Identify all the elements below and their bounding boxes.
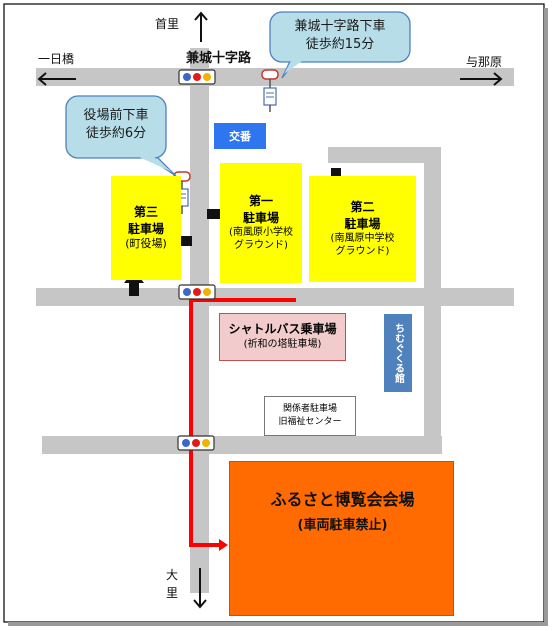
road-lower-horizontal xyxy=(42,436,442,454)
parking-3-line1: 第三 xyxy=(133,205,158,220)
parking-2-line1: 第二 xyxy=(350,200,375,215)
parking-3-line2: 駐車場 xyxy=(127,221,164,236)
arrow-north-icon xyxy=(194,11,208,42)
staff-parking-line1: 関係者駐車場 xyxy=(282,403,337,414)
parking-lot-3: 第三 駐車場 (町役場) xyxy=(111,176,181,280)
parking-1-line1: 第一 xyxy=(248,194,273,209)
traffic-signal-top xyxy=(178,69,216,85)
parking-lot-1: 第一 駐車場 (南風原小学校 グラウンド) xyxy=(220,163,302,283)
parking-lot-2: 第二 駐車場 (南風原中学校 グラウンド) xyxy=(309,176,416,282)
bubble-north-line2: 徒歩約15分 xyxy=(305,36,375,52)
road-middle-horizontal xyxy=(36,288,514,306)
shuttle-route xyxy=(189,298,296,551)
road-label-west: 一日橋 xyxy=(38,52,75,66)
road-main-vertical xyxy=(190,48,209,593)
venue-title: ふるさと博覧会会場 xyxy=(270,490,415,509)
staff-parking-line2: 旧福祉センター xyxy=(278,417,342,427)
parking-3-line3: (町役場) xyxy=(125,236,167,250)
frame-shadow-bottom xyxy=(8,622,548,626)
arrow-south-icon xyxy=(193,568,207,609)
parking-1-line3: (南風原小学校 xyxy=(229,226,293,238)
bubble-north-line1: 兼城十字路下車 xyxy=(294,19,386,34)
staff-parking-box: 関係者駐車場 旧福祉センター xyxy=(264,396,356,436)
venue-box: ふるさと博覧会会場 (車両駐車禁止) xyxy=(229,461,454,616)
venue-subtitle: (車両駐車禁止) xyxy=(297,518,388,533)
intersection-label: 兼城十字路 xyxy=(186,51,252,66)
road-label-east: 与那原 xyxy=(466,55,503,69)
parking-2-line2: 駐車場 xyxy=(344,216,381,231)
arrow-west-icon xyxy=(37,72,76,86)
bubble-office-shape xyxy=(65,95,177,177)
parking-2-line3: (南風原中学校 xyxy=(330,232,395,244)
direction-arrows xyxy=(37,11,503,609)
road-label-south: 大里 xyxy=(166,568,179,600)
shuttle-line1: シャトルバス乗車場 xyxy=(228,322,337,337)
road-upper-right xyxy=(328,147,441,163)
bubble-office-line2: 徒歩約6分 xyxy=(85,125,147,141)
police-box-label: 交番 xyxy=(229,130,251,143)
bubble-office-line1: 役場前下車 xyxy=(83,108,149,123)
parking-1-line4: グラウンド) xyxy=(234,240,288,252)
arrow-east-icon xyxy=(460,72,503,86)
traffic-signal-middle xyxy=(178,284,216,300)
road-right-upper-vertical xyxy=(424,147,441,288)
traffic-signal-lower xyxy=(177,435,215,451)
police-box: 交番 xyxy=(214,123,266,149)
parking-2-line4: グラウンド) xyxy=(335,246,390,258)
shuttle-stop-box: シャトルバス乗車場 (祈和の塔駐車場) xyxy=(219,313,346,361)
frame-shadow-right xyxy=(544,8,548,626)
parking-1-line2: 駐車場 xyxy=(242,210,279,225)
roads xyxy=(36,48,514,593)
bubble-office-text: 役場前下車 徒歩約6分 xyxy=(66,107,166,142)
chimugukuru-hall: ちむぐくる館 xyxy=(384,314,412,392)
shuttle-line2: (祈和の塔駐車場) xyxy=(243,339,322,351)
chimugukuru-label: ちむぐくる館 xyxy=(392,323,404,383)
bubble-north-shape xyxy=(269,11,411,79)
bus-stop-icon-top xyxy=(261,69,279,112)
bubble-north-text: 兼城十字路下車 徒歩約15分 xyxy=(272,18,408,53)
road-right-lower-vertical xyxy=(424,306,441,436)
road-label-north: 首里 xyxy=(155,17,180,31)
